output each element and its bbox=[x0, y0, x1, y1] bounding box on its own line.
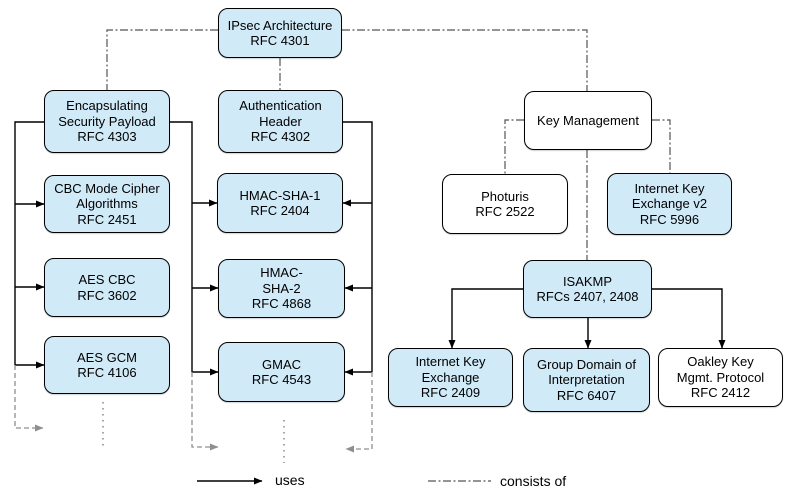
node-oakley-text-line: Oakley Key bbox=[687, 354, 754, 370]
node-key-management-text-line: Key Management bbox=[537, 112, 639, 128]
edge-esp-right-trunk bbox=[170, 121, 193, 372]
edge-isakmp-to-ike bbox=[448, 288, 523, 349]
node-cbc-mode-cipher-text-line: Algorithms bbox=[76, 196, 138, 212]
node-aes-gcm-text-line: RFC 4106 bbox=[77, 365, 137, 380]
node-aes-cbc-text-line: RFC 3602 bbox=[77, 287, 137, 303]
node-hmac-sha-2-text-line: SHA-2 bbox=[262, 280, 301, 296]
node-hmac-sha-1-text-line: HMAC-SHA-1 bbox=[239, 187, 321, 203]
node-esp-text-line: Security Payload bbox=[58, 113, 156, 129]
node-gmac-text-line: GMAC bbox=[262, 356, 301, 372]
node-auth-header-text-line: Header bbox=[259, 113, 302, 129]
node-aes-cbc-text-line: AES CBC bbox=[78, 272, 136, 287]
edge-esp-left-trunk bbox=[14, 121, 44, 365]
node-gdoi-text-line: RFC 6407 bbox=[556, 387, 617, 403]
node-ike-v2-text-line: RFC 5996 bbox=[639, 211, 700, 227]
node-key-management: Key Management bbox=[524, 91, 652, 150]
edge-ah-right-trunk bbox=[343, 121, 373, 372]
node-aes-gcm-text-line: AES GCM bbox=[77, 349, 137, 365]
edge-keymgmt-to-ikev2 bbox=[652, 119, 671, 173]
edge-esp-left-continues bbox=[14, 365, 44, 432]
node-esp-text-line: RFC 4303 bbox=[77, 129, 137, 145]
node-ike-v2-text-line: Internet Key bbox=[634, 180, 705, 196]
legend-uses-label: uses bbox=[275, 472, 305, 488]
node-hmac-sha-2-text-line: RFC 4868 bbox=[251, 296, 312, 312]
node-hmac-sha-2-text-line: HMAC- bbox=[260, 265, 303, 281]
node-auth-header-text-line: RFC 4302 bbox=[250, 129, 311, 145]
node-cbc-mode-cipher-text-line: CBC Mode Cipher bbox=[54, 180, 160, 196]
edge-ah-right-continues bbox=[345, 372, 373, 453]
node-ipsec-architecture-text-line: RFC 4301 bbox=[250, 33, 310, 48]
node-ike-v2-text-line: Exchange v2 bbox=[631, 196, 708, 212]
node-ipsec-architecture-text-line: IPsec Architecture bbox=[227, 17, 333, 33]
node-cbc-mode-cipher-text-line: RFC 2451 bbox=[77, 211, 137, 227]
node-hmac-sha-1-text-line: RFC 2404 bbox=[250, 203, 310, 218]
node-ike-text-line: Internet Key bbox=[415, 354, 486, 370]
node-esp-text-line: Encapsulating bbox=[66, 98, 148, 114]
node-isakmp-text-line: RFCs 2407, 2408 bbox=[536, 289, 639, 304]
node-auth-header-text-line: Authentication bbox=[239, 98, 322, 114]
node-oakley-text-line: RFC 2412 bbox=[690, 385, 751, 401]
node-isakmp-text-line: ISAKMP bbox=[562, 273, 613, 289]
node-ike-text-line: Exchange bbox=[421, 369, 480, 385]
edge-esp-right-continues bbox=[191, 372, 219, 451]
node-gdoi-text-line: Interpretation bbox=[548, 372, 625, 388]
edge-keymgmt-to-photuris bbox=[504, 119, 524, 174]
node-photuris-text-line: RFC 2522 bbox=[475, 204, 535, 219]
edge-ipsec-to-keymgmt bbox=[342, 29, 588, 91]
node-oakley-text-line: Mgmt. Protocol bbox=[676, 369, 765, 385]
node-gdoi-text-line: Group Domain of bbox=[537, 356, 636, 372]
legend-consists-of-label: consists of bbox=[500, 473, 567, 489]
edge-isakmp-to-oakley bbox=[652, 288, 726, 349]
node-gmac-text-line: RFC 4543 bbox=[251, 372, 312, 387]
edge-ipsec-to-esp bbox=[106, 29, 218, 90]
node-photuris-text-line: Photuris bbox=[481, 188, 529, 204]
node-ike-text-line: RFC 2409 bbox=[420, 385, 481, 401]
